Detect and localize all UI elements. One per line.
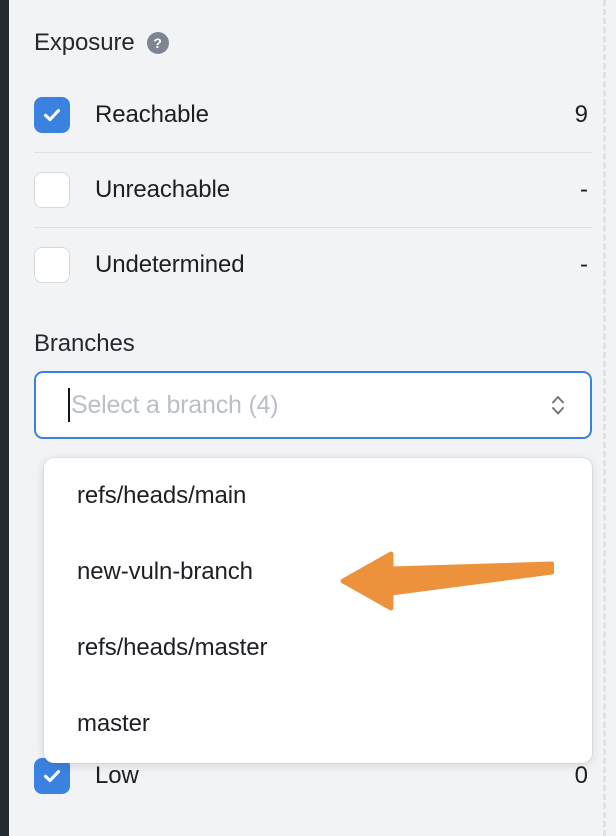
- text-caret: [68, 388, 70, 422]
- filter-row-unreachable[interactable]: Unreachable -: [34, 152, 592, 227]
- filters-panel: Exposure ? Reachable 9 Unreachable -: [9, 0, 603, 836]
- branches-label: Branches: [34, 330, 135, 357]
- filter-row-undetermined[interactable]: Undetermined -: [34, 227, 592, 302]
- filter-label-unreachable: Unreachable: [95, 176, 230, 203]
- filter-label-low: Low: [95, 762, 139, 789]
- dropdown-item-master[interactable]: master: [77, 710, 150, 737]
- filter-label-reachable: Reachable: [95, 101, 209, 128]
- filter-value-low: 0: [574, 762, 588, 789]
- exposure-section-header: Exposure ?: [34, 29, 169, 57]
- panel-resize-divider[interactable]: [603, 0, 606, 836]
- filter-row-reachable[interactable]: Reachable 9: [34, 78, 592, 152]
- filter-value-unreachable: -: [580, 176, 588, 203]
- checkbox-low[interactable]: [34, 758, 70, 794]
- checkbox-reachable[interactable]: [34, 97, 70, 133]
- chevron-up-down-icon[interactable]: [548, 389, 568, 421]
- exposure-title: Exposure: [34, 29, 135, 56]
- branch-dropdown-menu: refs/heads/main new-vuln-branch refs/hea…: [44, 458, 592, 763]
- exposure-filter-list: Reachable 9 Unreachable - Undetermined -: [34, 78, 592, 302]
- branch-select-input[interactable]: Select a branch (4): [34, 371, 592, 439]
- branch-select-placeholder: Select a branch (4): [71, 390, 279, 419]
- question-mark-icon[interactable]: ?: [146, 32, 169, 54]
- dropdown-item-refs-heads-main[interactable]: refs/heads/main: [77, 482, 247, 509]
- filter-value-undetermined: -: [580, 251, 588, 278]
- filter-label-undetermined: Undetermined: [95, 251, 245, 278]
- dropdown-item-new-vuln-branch[interactable]: new-vuln-branch: [77, 558, 253, 585]
- filter-value-reachable: 9: [574, 101, 588, 128]
- filter-row-low[interactable]: Low 0: [34, 748, 592, 804]
- checkbox-unreachable[interactable]: [34, 172, 70, 208]
- left-nav-rail: [0, 0, 9, 836]
- checkbox-undetermined[interactable]: [34, 247, 70, 283]
- dropdown-item-refs-heads-master[interactable]: refs/heads/master: [77, 634, 268, 661]
